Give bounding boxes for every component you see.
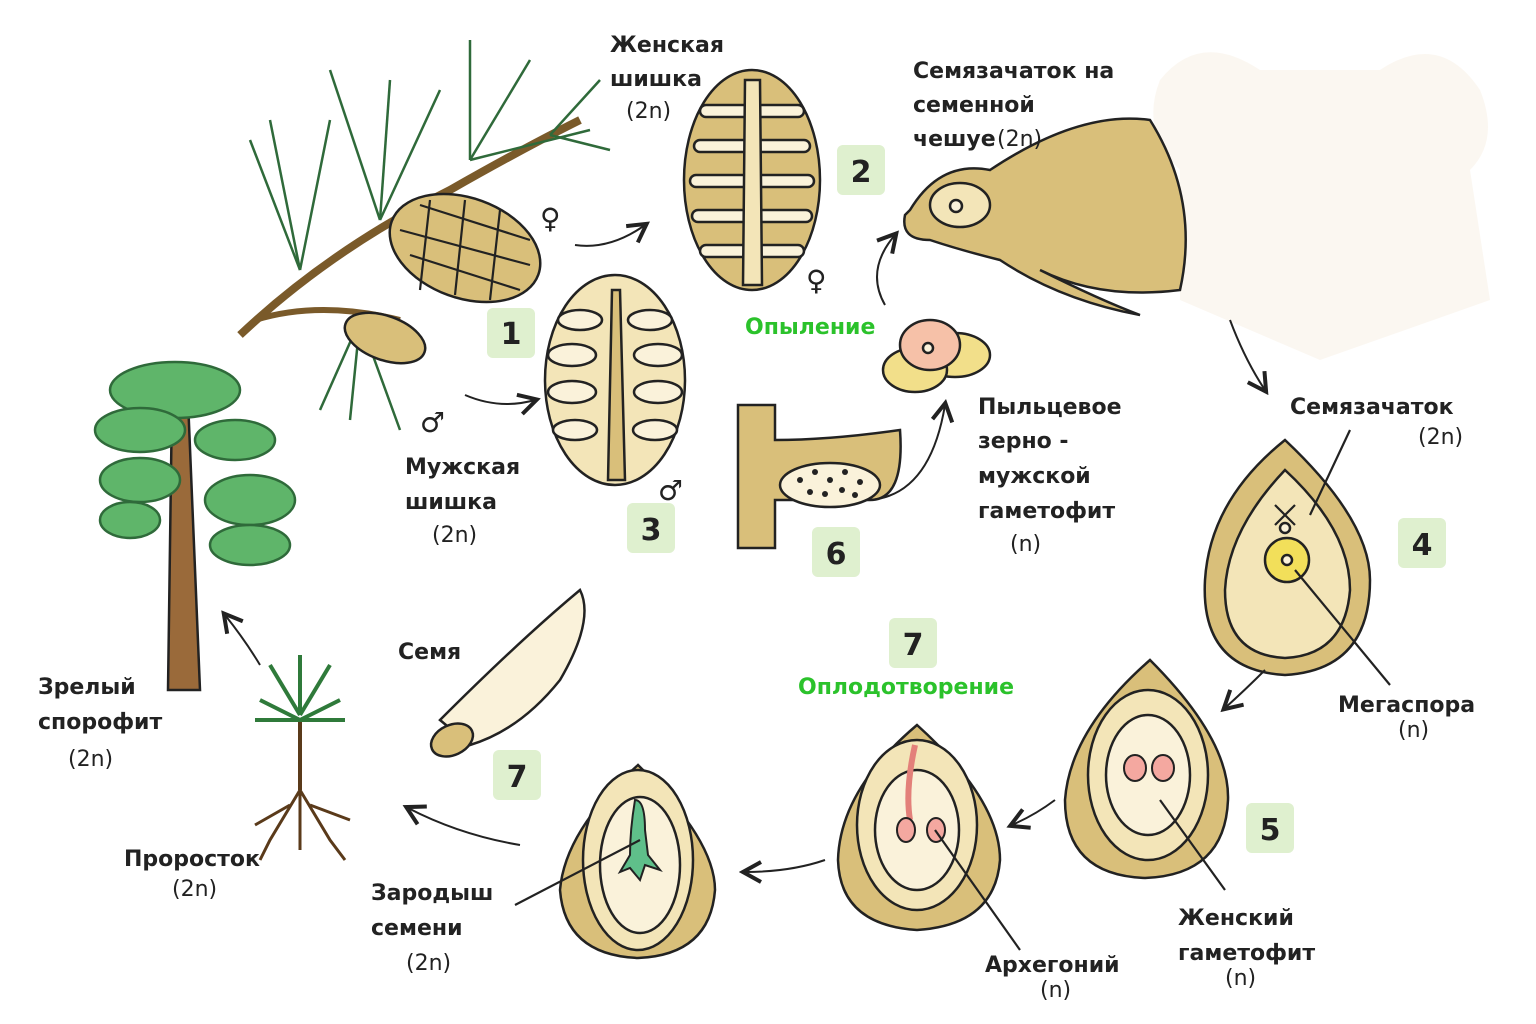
step-badge-2: 2 [837, 145, 885, 195]
svg-text:6: 6 [826, 537, 847, 572]
embryo-seed-illustration [558, 763, 717, 960]
label-ovule: Семязачаток (2n) [1290, 395, 1463, 450]
svg-text:гаметофит: гаметофит [1178, 941, 1315, 966]
svg-text:(2n): (2n) [626, 99, 671, 124]
svg-text:(2n): (2n) [406, 951, 451, 976]
svg-text:Семязачаток на: Семязачаток на [913, 59, 1114, 84]
mature-tree-illustration [93, 360, 297, 692]
female-symbol: ♀ [540, 202, 561, 235]
svg-text:(2n): (2n) [1418, 425, 1463, 450]
step-badge-7-fertilization: 7 [889, 618, 937, 668]
svg-text:Зародыш: Зародыш [371, 881, 493, 906]
pollen-grains [881, 318, 992, 394]
label-seed: Семя [398, 640, 461, 665]
male-symbol: ♂ [420, 406, 445, 439]
label-female-gametophyte: Женский гаметофит (n) [1178, 906, 1315, 991]
label-archegonium: Архегоний (n) [985, 953, 1120, 1003]
svg-text:2: 2 [851, 155, 872, 190]
label-megaspore: Мегаспора (n) [1338, 693, 1475, 743]
svg-text:(2n): (2n) [172, 877, 217, 902]
seedling-illustration [254, 655, 351, 861]
svg-text:1: 1 [501, 317, 522, 352]
svg-text:Архегоний: Архегоний [985, 953, 1120, 978]
label-mature-sporophyte: Зрелый спорофит (2n) [38, 675, 162, 772]
svg-text:Проросток: Проросток [124, 847, 260, 872]
svg-text:шишка: шишка [610, 67, 702, 92]
svg-text:семенной: семенной [913, 93, 1035, 118]
fertilization-illustration [836, 723, 1002, 932]
ovule-5-illustration [1063, 658, 1230, 880]
microsporangium-illustration [736, 403, 902, 550]
svg-text:7: 7 [507, 760, 528, 795]
female-symbol: ♀ [806, 264, 827, 297]
svg-text:(2n): (2n) [432, 523, 477, 548]
svg-text:Мегаспора: Мегаспора [1338, 693, 1475, 718]
svg-text:(2n): (2n) [68, 747, 113, 772]
seed-illustration [429, 588, 586, 758]
svg-text:(n): (n) [1225, 966, 1256, 991]
svg-text:7: 7 [903, 628, 924, 663]
svg-text:семени: семени [371, 916, 462, 941]
male-symbol: ♂ [658, 474, 683, 507]
pine-branch-illustration [237, 40, 611, 431]
label-ovule-on-scale: Семязачаток на семенной чешуе (2n) [913, 59, 1114, 152]
svg-text:Пыльцевое: Пыльцевое [978, 395, 1122, 420]
svg-text:спорофит: спорофит [38, 710, 162, 735]
watermark-bear-logo [1153, 52, 1490, 360]
male-cone-section [543, 273, 687, 487]
step-badge-7-seed: 7 [493, 750, 541, 800]
svg-text:(2n): (2n) [997, 127, 1042, 152]
svg-text:Семязачаток: Семязачаток [1290, 395, 1454, 420]
svg-text:Мужская: Мужская [405, 455, 520, 480]
step-badge-4: 4 [1398, 518, 1446, 568]
step-badge-5: 5 [1246, 803, 1294, 853]
svg-text:мужской: мужской [978, 464, 1091, 489]
label-fertilization: Оплодотворение [798, 675, 1014, 700]
label-embryo: Зародыш семени (2n) [371, 881, 493, 976]
svg-text:чешуе: чешуе [913, 127, 996, 152]
svg-text:Зрелый: Зрелый [38, 675, 136, 700]
svg-text:зерно -: зерно - [978, 429, 1069, 454]
svg-text:(n): (n) [1040, 978, 1071, 1003]
label-pollination: Опыление [745, 315, 875, 340]
svg-text:шишка: шишка [405, 490, 497, 515]
step-badge-3: 3 [627, 503, 675, 553]
svg-text:4: 4 [1412, 528, 1433, 563]
label-female-cone: Женская шишка (2n) [610, 33, 724, 124]
svg-text:(n): (n) [1010, 532, 1041, 557]
step-badge-1: 1 [487, 308, 535, 358]
svg-text:5: 5 [1260, 813, 1281, 848]
ovule-4-illustration [1203, 438, 1372, 677]
step-badge-6: 6 [812, 527, 860, 577]
svg-text:3: 3 [641, 513, 662, 548]
label-male-cone: Мужская шишка (2n) [405, 455, 520, 548]
svg-text:(n): (n) [1398, 718, 1429, 743]
svg-text:Женский: Женский [1178, 906, 1294, 931]
svg-text:Женская: Женская [610, 33, 724, 58]
label-seedling: Проросток (2n) [124, 847, 260, 902]
label-pollen-grain: Пыльцевое зерно - мужской гаметофит (n) [978, 395, 1122, 557]
female-cone-section [682, 68, 822, 292]
cycle-arrows [225, 225, 1391, 951]
svg-text:гаметофит: гаметофит [978, 499, 1115, 524]
seed-scale-illustration [903, 117, 1187, 317]
